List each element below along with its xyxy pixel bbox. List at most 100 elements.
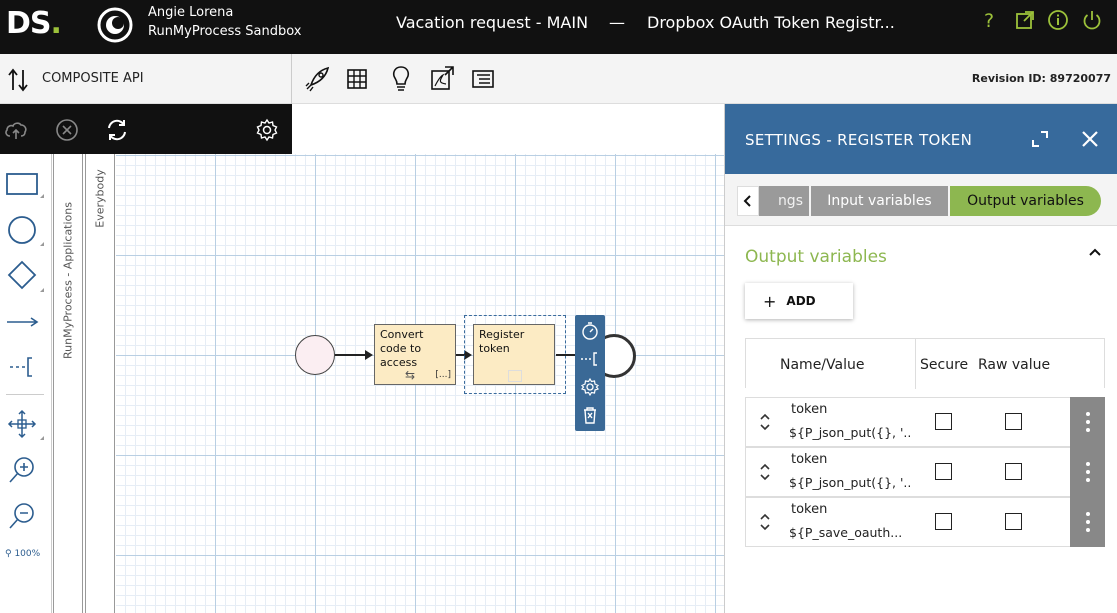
timer-icon[interactable] bbox=[578, 319, 602, 343]
process-type-label: COMPOSITE API bbox=[42, 71, 144, 86]
shape-palette: ⚲ 100% bbox=[0, 154, 52, 613]
expand-icon[interactable] bbox=[1029, 128, 1051, 150]
gateway-diamond-tool[interactable] bbox=[4, 258, 44, 296]
lightbulb-icon[interactable] bbox=[386, 64, 416, 94]
secure-checkbox[interactable] bbox=[935, 513, 952, 530]
column-raw-value: Raw value bbox=[978, 357, 1051, 373]
pool-lane-label: RunMyProcess - Applications bbox=[61, 202, 75, 359]
panel-header: SETTINGS - REGISTER TOKEN bbox=[725, 104, 1117, 174]
table-row[interactable]: token ${P_json_put({}, '... bbox=[745, 447, 1105, 497]
secure-checkbox[interactable] bbox=[935, 413, 952, 430]
settings-panel: SETTINGS - REGISTER TOKEN ngs Input vari… bbox=[724, 104, 1117, 613]
column-secure: Secure bbox=[920, 357, 969, 373]
table-row[interactable]: token ${P_save_oauth... bbox=[745, 497, 1105, 547]
trash-icon[interactable] bbox=[578, 403, 602, 427]
task-marker: [...] bbox=[435, 370, 451, 380]
more-vertical-icon bbox=[1085, 410, 1090, 434]
section-title: Output variables bbox=[745, 247, 887, 267]
variables-table-header: Name/Value Secure Raw value bbox=[745, 338, 1105, 389]
power-icon[interactable] bbox=[1081, 9, 1103, 31]
cloud-icon[interactable] bbox=[3, 117, 29, 143]
task-convert-label: Convert code to access bbox=[380, 328, 424, 369]
drag-sort-icon[interactable] bbox=[758, 512, 772, 532]
annotation-tool[interactable] bbox=[4, 348, 44, 386]
task-type-icon bbox=[508, 370, 522, 382]
row-menu-button[interactable] bbox=[1070, 497, 1105, 547]
drag-sort-icon[interactable] bbox=[758, 412, 772, 432]
canvas-action-bar bbox=[0, 104, 292, 154]
zoom-out-tool[interactable] bbox=[4, 498, 44, 536]
user-name: Angie Lorena bbox=[148, 5, 234, 20]
task-register-token[interactable]: Register token bbox=[473, 324, 555, 385]
info-icon[interactable] bbox=[1047, 9, 1069, 31]
row-menu-button[interactable] bbox=[1070, 397, 1105, 447]
cancel-icon[interactable] bbox=[54, 117, 80, 143]
task-convert-code[interactable]: Convert code to access ⇆ [...] bbox=[374, 324, 456, 385]
diagram-canvas[interactable]: Convert code to access ⇆ [...] Register … bbox=[116, 154, 724, 613]
exchange-icon: ⇆ bbox=[405, 368, 416, 382]
tab-output-variables[interactable]: Output variables bbox=[950, 186, 1101, 216]
sort-arrows-icon bbox=[8, 68, 28, 92]
add-variable-button[interactable]: + ADD bbox=[745, 283, 853, 319]
more-vertical-icon bbox=[1085, 460, 1090, 484]
user-avatar-icon[interactable] bbox=[97, 7, 133, 43]
settings-icon[interactable] bbox=[578, 375, 602, 399]
more-vertical-icon bbox=[1085, 510, 1090, 534]
table-row[interactable]: token ${P_json_put({}, '... bbox=[745, 397, 1105, 447]
pool-lane[interactable]: RunMyProcess - Applications bbox=[53, 154, 83, 613]
raw-value-checkbox[interactable] bbox=[1005, 513, 1022, 530]
raw-value-checkbox[interactable] bbox=[1005, 463, 1022, 480]
task-register-label: Register token bbox=[479, 328, 525, 355]
tab-settings[interactable]: ngs bbox=[759, 186, 809, 216]
sequence-flow[interactable] bbox=[335, 354, 365, 356]
canvas-header-space bbox=[292, 104, 724, 154]
drag-sort-icon[interactable] bbox=[758, 462, 772, 482]
start-event[interactable] bbox=[295, 335, 335, 375]
ds-logo[interactable]: DS. bbox=[6, 6, 62, 41]
external-link-icon[interactable] bbox=[1014, 9, 1036, 31]
zoom-in-tool[interactable] bbox=[4, 452, 44, 490]
variable-name: token bbox=[791, 502, 828, 517]
task-rectangle-tool[interactable] bbox=[4, 166, 44, 204]
table-icon[interactable] bbox=[342, 64, 372, 94]
chevron-up-icon[interactable] bbox=[1087, 244, 1103, 260]
zoom-level[interactable]: ⚲ 100% bbox=[5, 549, 41, 559]
org-name: RunMyProcess Sandbox bbox=[148, 24, 302, 39]
close-icon[interactable] bbox=[1079, 128, 1101, 150]
flow-arrowhead bbox=[464, 350, 472, 360]
variable-name: token bbox=[791, 402, 828, 417]
column-name-value: Name/Value bbox=[780, 357, 865, 373]
annotation-icon[interactable] bbox=[578, 347, 602, 371]
role-lane[interactable]: Everybody bbox=[85, 154, 115, 613]
variable-value: ${P_save_oauth... bbox=[789, 525, 903, 540]
revision-id: Revision ID: 89720077 bbox=[971, 72, 1111, 85]
variable-value: ${P_json_put({}, '... bbox=[789, 475, 911, 490]
rocket-icon[interactable] bbox=[302, 64, 332, 94]
tabs-scroll-left-button[interactable] bbox=[737, 186, 759, 216]
toolbar-divider bbox=[291, 54, 292, 104]
row-menu-button[interactable] bbox=[1070, 447, 1105, 497]
main-toolbar: COMPOSITE API Revision ID: 89720077 bbox=[0, 54, 1117, 104]
column-divider bbox=[915, 339, 916, 389]
raw-value-checkbox[interactable] bbox=[1005, 413, 1022, 430]
panel-title: SETTINGS - REGISTER TOKEN bbox=[745, 131, 973, 149]
role-lane-label: Everybody bbox=[93, 169, 107, 228]
sequence-flow[interactable] bbox=[556, 354, 592, 356]
sequence-flow-tool[interactable] bbox=[4, 304, 44, 342]
event-circle-tool[interactable] bbox=[4, 212, 44, 250]
move-tool[interactable] bbox=[4, 406, 44, 444]
pdf-export-icon[interactable] bbox=[427, 64, 457, 94]
panel-tabs: ngs Input variables Output variables bbox=[725, 174, 1117, 226]
settings-icon[interactable] bbox=[254, 117, 280, 143]
refresh-icon[interactable] bbox=[104, 117, 130, 143]
sequence-flow[interactable] bbox=[456, 354, 464, 356]
help-icon[interactable]: ? bbox=[979, 9, 1001, 31]
project-title: Vacation request - MAIN bbox=[396, 13, 589, 32]
list-icon[interactable] bbox=[468, 64, 498, 94]
variable-value: ${P_json_put({}, '... bbox=[789, 425, 911, 440]
secure-checkbox[interactable] bbox=[935, 463, 952, 480]
title-separator: — bbox=[609, 13, 625, 32]
process-title: Dropbox OAuth Token Registr... bbox=[647, 13, 895, 32]
tab-input-variables[interactable]: Input variables bbox=[811, 186, 948, 216]
palette-divider bbox=[6, 394, 44, 395]
